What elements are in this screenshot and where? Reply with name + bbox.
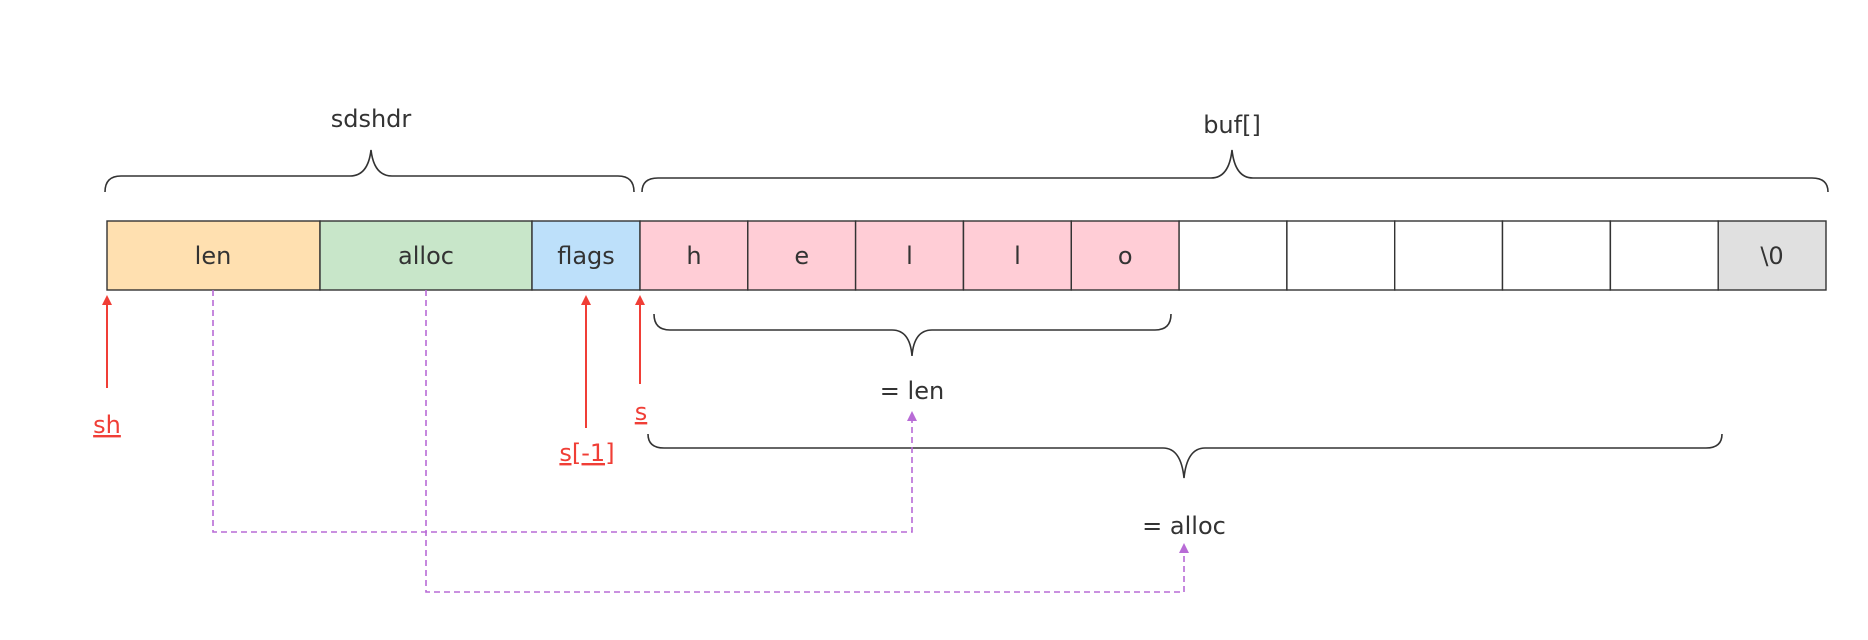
- buf-cell-empty: [1286, 220, 1396, 291]
- buf-cell-l2: [962, 220, 1073, 291]
- buf-cell-label: l: [906, 242, 913, 270]
- alloc-cell-label: alloc: [398, 242, 454, 270]
- buf-cell-null-terminator: [1717, 220, 1827, 291]
- sdshdr-brace: [104, 149, 635, 193]
- sdshdr-label: sdshdr: [331, 105, 412, 133]
- buf-brace: [641, 149, 1829, 193]
- buf-cell-o: [1070, 220, 1180, 291]
- buf-cell-empty: [1393, 220, 1504, 291]
- len-cell: [106, 220, 321, 291]
- buf-cell-label: h: [686, 242, 701, 270]
- buf-label: buf[]: [1203, 111, 1261, 139]
- len-cell-label: len: [195, 242, 232, 270]
- buf-cell-label: l: [1014, 242, 1021, 270]
- s-minus-1-pointer-label: s[-1]: [559, 439, 614, 467]
- buf-cell-label: \0: [1760, 242, 1783, 270]
- alloc-brace: [647, 433, 1723, 479]
- len-brace: [653, 313, 1172, 357]
- buf-cell-label: o: [1118, 242, 1133, 270]
- alloc-brace-label: = alloc: [1142, 512, 1226, 540]
- alloc-cell: [319, 220, 533, 291]
- buf-cell-empty: [1609, 220, 1719, 291]
- buf-cell-empty: [1501, 220, 1612, 291]
- buf-cell-label: e: [794, 242, 809, 270]
- flags-cell: [531, 220, 641, 291]
- len-brace-label: = len: [880, 377, 944, 405]
- flags-cell-label: flags: [557, 242, 615, 270]
- buf-cell-e: [747, 220, 857, 291]
- alloc-link-dashed: [425, 290, 1189, 593]
- s-pointer-label: s: [635, 398, 648, 426]
- sh-pointer-label: sh: [93, 411, 121, 439]
- buf-cell-l1: [854, 220, 965, 291]
- len-link-dashed: [212, 290, 917, 533]
- buf-cell-empty: [1178, 220, 1288, 291]
